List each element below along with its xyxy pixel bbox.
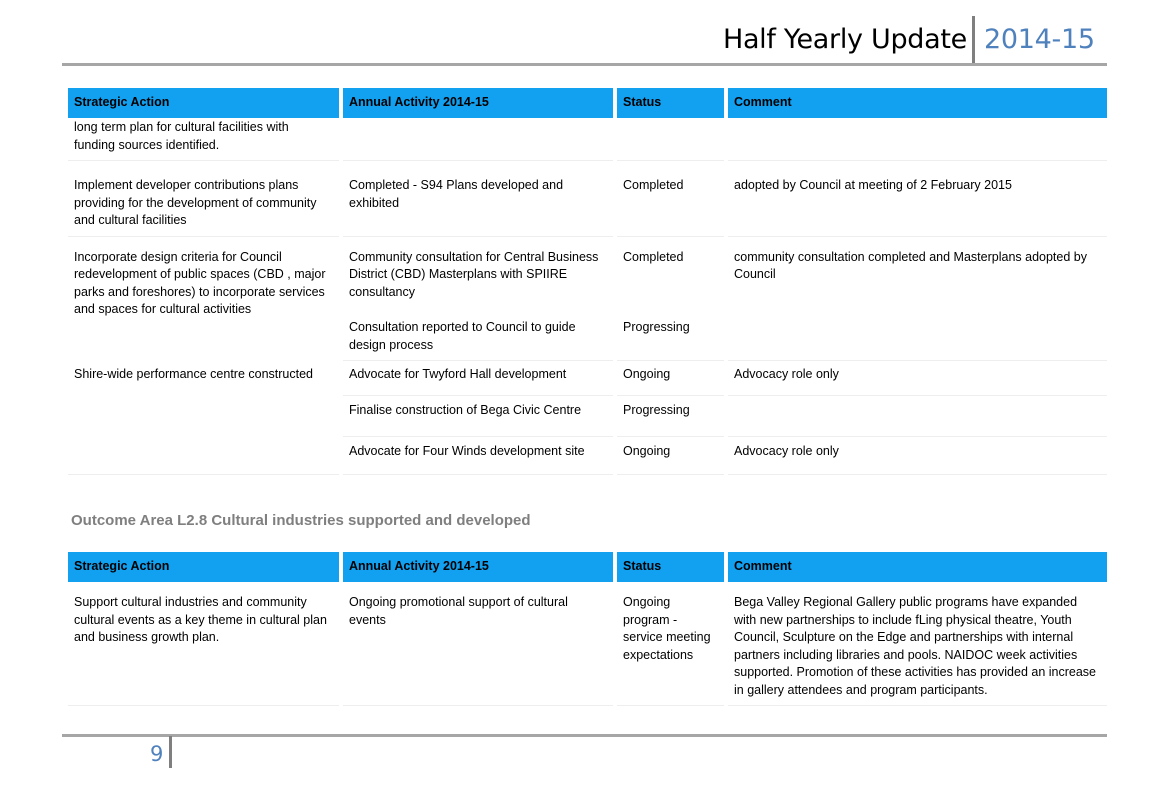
cell-activity: Consultation reported to Council to guid…: [343, 307, 613, 361]
footer-rule: [62, 734, 1107, 737]
cell-comment: [728, 396, 1107, 437]
col-strategic-action: Strategic Action: [68, 552, 339, 582]
cell-comment: Advocacy role only: [728, 437, 1107, 475]
cell-activity: Completed - S94 Plans developed and exhi…: [343, 161, 613, 237]
outcome-heading: Outcome Area L2.8 Cultural industries su…: [71, 512, 531, 529]
document-year: 2014-15: [984, 24, 1095, 55]
table-row: long term plan for cultural facilities w…: [68, 118, 1107, 161]
cell-action: Support cultural industries and communit…: [68, 582, 339, 706]
cell-status: Ongoing: [617, 437, 724, 475]
footer-separator: [169, 736, 172, 768]
activity-table-1: Strategic Action Annual Activity 2014-15…: [64, 88, 1111, 475]
cell-status: Progressing: [617, 396, 724, 437]
table-row: Implement developer contributions plans …: [68, 161, 1107, 237]
cell-comment: adopted by Council at meeting of 2 Febru…: [728, 161, 1107, 237]
cell-status: Progressing: [617, 307, 724, 361]
cell-action: long term plan for cultural facilities w…: [68, 118, 339, 161]
cell-status: Completed: [623, 249, 684, 264]
cell-activity: Advocate for Four Winds development site: [343, 437, 613, 475]
col-comment: Comment: [728, 552, 1107, 582]
table-row: Support cultural industries and communit…: [68, 582, 1107, 706]
cell-action: Implement developer contributions plans …: [68, 161, 339, 237]
activity-table-2: Strategic Action Annual Activity 2014-15…: [64, 552, 1111, 706]
cell-activity: Finalise construction of Bega Civic Cent…: [343, 396, 613, 437]
cell-action: Shire-wide performance centre constructe…: [68, 361, 339, 475]
table-header-row: Strategic Action Annual Activity 2014-15…: [68, 88, 1107, 118]
col-strategic-action: Strategic Action: [68, 88, 339, 118]
cell-status: [617, 118, 724, 161]
cell-action: Incorporate design criteria for Council …: [74, 249, 326, 317]
cell-activity: [343, 118, 613, 161]
col-comment: Comment: [728, 88, 1107, 118]
table-row: Consultation reported to Council to guid…: [68, 307, 1107, 361]
col-status: Status: [617, 88, 724, 118]
cell-activity: Ongoing promotional support of cultural …: [343, 582, 613, 706]
header-rule: [62, 63, 1107, 66]
table-row: Finalise construction of Bega Civic Cent…: [68, 396, 1107, 437]
page-number: 9: [150, 742, 164, 766]
table-header-row: Strategic Action Annual Activity 2014-15…: [68, 552, 1107, 582]
cell-comment: Advocacy role only: [728, 361, 1107, 396]
cell-comment: community consultation completed and Mas…: [734, 249, 1087, 282]
col-annual-activity: Annual Activity 2014-15: [343, 88, 613, 118]
cell-activity: Community consultation for Central Busin…: [349, 249, 599, 299]
col-annual-activity: Annual Activity 2014-15: [343, 552, 613, 582]
cell-status: Ongoing program - service meeting expect…: [617, 582, 724, 706]
cell-comment: [728, 307, 1107, 361]
cell-status: Ongoing: [617, 361, 724, 396]
document-title: Half Yearly Update: [722, 24, 967, 55]
cell-status: Completed: [617, 161, 724, 237]
col-status: Status: [617, 552, 724, 582]
cell-comment: [728, 118, 1107, 161]
cell-comment: Bega Valley Regional Gallery public prog…: [728, 582, 1107, 706]
cell-activity: Advocate for Twyford Hall development: [343, 361, 613, 396]
table-row: Shire-wide performance centre constructe…: [68, 361, 1107, 475]
header-separator: [972, 16, 975, 64]
table-row: Advocate for Four Winds development site…: [68, 437, 1107, 475]
table-row: Incorporate design criteria for Council …: [68, 237, 1107, 317]
